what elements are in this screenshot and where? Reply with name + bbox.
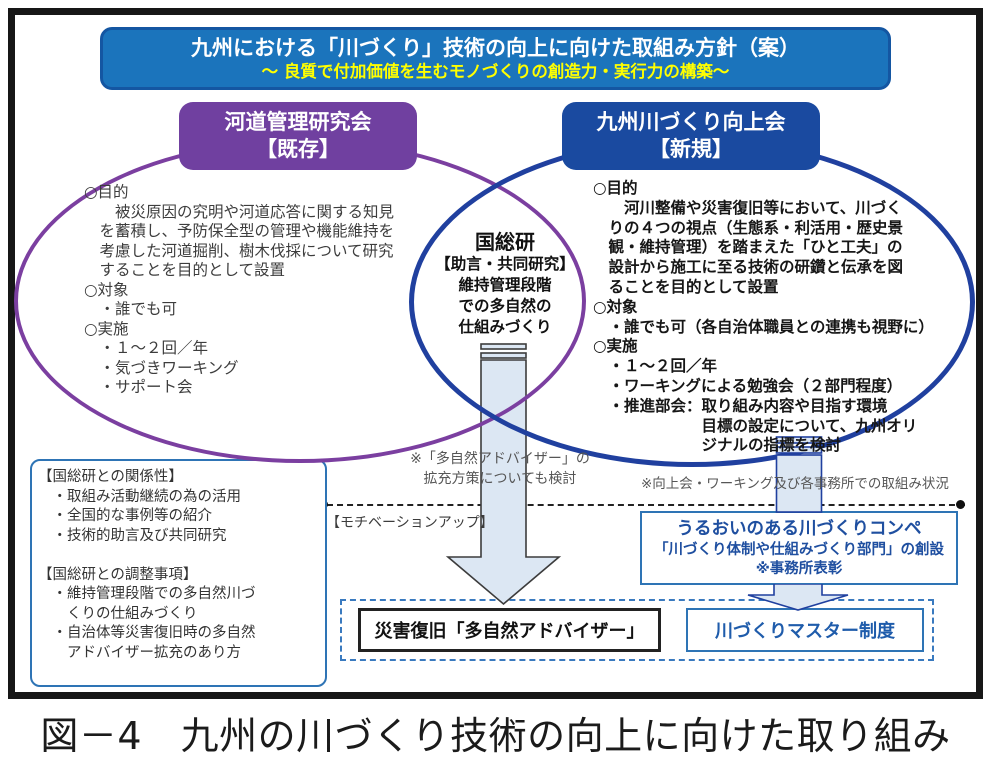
title-line2: ～ 良質で付加価値を生むモノづくりの創造力・実行力の構築～ bbox=[261, 62, 730, 81]
compe-box-subtitle: 「川づくり体制や仕組みづくり部門」の創設 bbox=[654, 541, 944, 558]
result-master-label: 川づくりマスター制度 bbox=[715, 621, 895, 642]
left-group-body: ○目的 被災原因の究明や河道応答に関する知見 を蓄積し、予防保全型の管理や機能維… bbox=[84, 183, 395, 396]
figure-caption: 図－4 九州の川づくり技術の向上に向けた取り組み bbox=[40, 714, 951, 758]
kojokai-note: ※向上会・ワーキング及び各事務所での取組み状況 bbox=[641, 476, 949, 492]
kokusoken-title: 国総研 bbox=[475, 230, 535, 254]
result-disaster-label: 災害復旧「多自然アドバイザー」 bbox=[374, 621, 645, 642]
adviser-note: ※「多自然アドバイザー」の 拡充方策についても検討 bbox=[410, 451, 590, 487]
result-box-master: 川づくりマスター制度 bbox=[686, 608, 924, 652]
left-group-header: 河道管理研究会 【既存】 bbox=[179, 102, 417, 170]
result-box-disaster: 災害復旧「多自然アドバイザー」 bbox=[358, 608, 661, 652]
results-region bbox=[340, 599, 934, 661]
kokusoken-block: 国総研 【助言・共同研究】 維持管理段階 での多自然の 仕組みづくり bbox=[428, 230, 582, 338]
title-banner: 九州における「川づくり」技術の向上に向けた取組み方針（案） ～ 良質で付加価値を… bbox=[100, 27, 891, 90]
right-group-header: 九州川づくり向上会 【新規】 bbox=[562, 102, 820, 170]
left-group-name: 河道管理研究会 bbox=[224, 110, 372, 134]
compe-down-arrow-icon bbox=[747, 584, 849, 611]
title-line1: 九州における「川づくり」技術の向上に向けた取組み方針（案） bbox=[191, 36, 800, 60]
right-group-name: 九州川づくり向上会 bbox=[596, 110, 786, 134]
right-group-body: ○目的 河川整備や災害復旧等において、川づく りの４つの視点（生態系・利活用・歴… bbox=[593, 179, 934, 455]
motivation-label: 【モチベーションアップ】 bbox=[326, 515, 494, 531]
compe-box-title: うるおいのある川づくりコンペ bbox=[676, 518, 922, 539]
kokusoken-lines: 【助言・共同研究】 維持管理段階 での多自然の 仕組みづくり bbox=[435, 255, 575, 336]
connector-bar-icon bbox=[775, 436, 823, 513]
compe-box: うるおいのある川づくりコンペ 「川づくり体制や仕組みづくり部門」の創設 ※事務所… bbox=[640, 511, 958, 585]
compe-box-award: ※事務所表彰 bbox=[755, 560, 843, 577]
kokusoken-relation-box: 【国総研との関係性】 ・取組み活動継続の為の活用 ・全国的な事例等の紹介 ・技術… bbox=[30, 459, 327, 687]
right-group-tag: 【新規】 bbox=[649, 137, 733, 161]
dashed-link-line bbox=[327, 504, 965, 506]
dashed-line-right-dot bbox=[956, 500, 965, 509]
left-group-tag: 【既存】 bbox=[256, 137, 340, 161]
